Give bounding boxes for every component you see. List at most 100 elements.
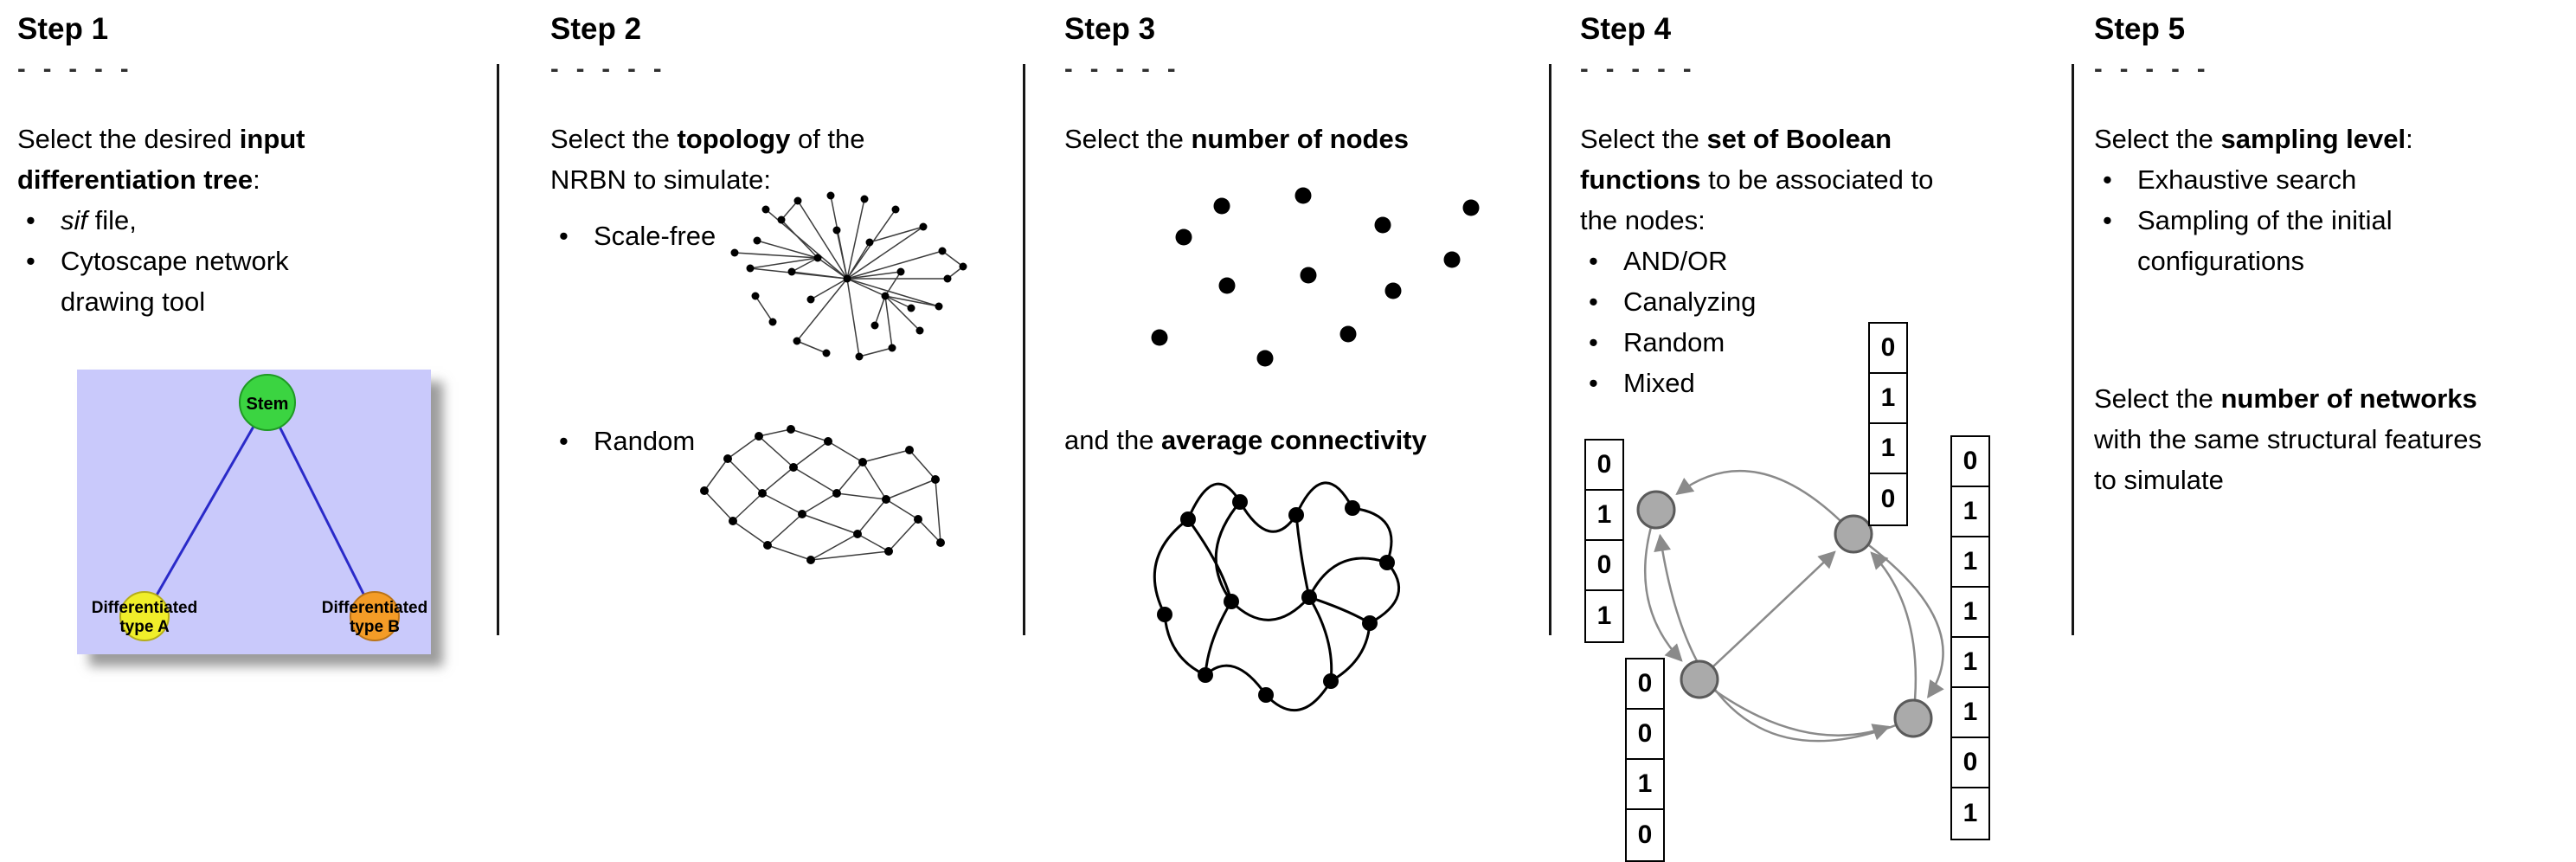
type-a-line1: Differentiated <box>92 599 197 617</box>
random-network-illustration <box>700 425 945 564</box>
step-3-line2-bold: average connectivity <box>1161 425 1427 455</box>
step-1-panel: Step 1 - - - - - Select the desired inpu… <box>17 0 489 654</box>
step-3-line2-pre: and the <box>1064 425 1162 455</box>
step-2-panel: Step 2 - - - - - Select the topology of … <box>550 0 1013 564</box>
truth-cell: 0 <box>1870 324 1906 374</box>
truth-cell: 0 <box>1627 710 1663 760</box>
step-1-dashes: - - - - - <box>17 55 134 84</box>
truth-cell: 1 <box>1952 688 1988 738</box>
step-5-second-post: with the same structural features to sim… <box>2094 424 2482 496</box>
truth-cell: 1 <box>1952 638 1988 688</box>
step-1-intro-pre: Select the desired <box>17 124 240 155</box>
truth-cell: 0 <box>1952 437 1988 487</box>
step-5-second-bold: number of networks <box>2220 383 2477 415</box>
step-5-dashes: - - - - - <box>2094 55 2211 84</box>
step-2-intro-bold: topology <box>677 124 791 155</box>
truth-cell: 1 <box>1952 588 1988 638</box>
truth-cell: 0 <box>1586 541 1622 591</box>
step-4-title: Step 4 <box>1580 12 1672 46</box>
option-random: Random <box>550 421 775 461</box>
step-3-nodes-text: Select the number of nodes <box>1064 119 1536 159</box>
truth-cell: 0 <box>1627 659 1663 710</box>
type-b-line2: type B <box>350 618 400 636</box>
truth-cell: 0 <box>1586 441 1622 491</box>
column-divider-2 <box>1023 64 1025 635</box>
scale-free-network-illustration <box>730 191 967 361</box>
type-a-line2: type A <box>119 618 170 636</box>
type-a-node <box>119 591 170 641</box>
step-4-panel: Step 4 - - - - - Select the set of Boole… <box>1580 0 2058 862</box>
option-sampling-initial: Sampling of the initial configurations <box>2094 200 2518 281</box>
nodes-dots-illustration <box>1151 187 1480 367</box>
truth-cell: 1 <box>1586 491 1622 541</box>
truth-cell: 0 <box>1880 485 1896 513</box>
truth-cell: 1 <box>1870 424 1906 474</box>
step-4-function-options: AND/OR Canalyzing Random Mixed <box>1580 241 1840 403</box>
truth-cell: 1 <box>1870 374 1906 424</box>
step-5-intro: Select the sampling level: <box>2094 119 2570 159</box>
step-2-intro: Select the topology of the NRBN to simul… <box>550 119 931 200</box>
connectivity-network-illustration <box>1153 481 1401 712</box>
step-1-options: sif file, Cytoscape network drawing tool <box>17 200 389 322</box>
step-1-intro-bold: input differentiation tree <box>17 124 305 196</box>
tree-edge-left <box>143 402 269 617</box>
step-3-dashes: - - - - - <box>1064 55 1181 84</box>
truth-cell: 1 <box>1963 799 1978 827</box>
truth-table-left-bottom: 0 0 1 0 <box>1625 658 1665 862</box>
step-2-topology-options-2: Random <box>550 421 775 461</box>
step-1-intro: Select the desired input differentiation… <box>17 119 424 200</box>
boolean-network-illustration <box>1636 469 1944 743</box>
sif-rest: file, <box>87 205 137 236</box>
truth-cell: 1 <box>1596 601 1612 630</box>
step-3-connectivity-text: and the average connectivity <box>1064 420 1427 460</box>
truth-cell: 0 <box>1637 820 1653 849</box>
step-4-intro-bold: set of Boolean functions <box>1580 124 1892 196</box>
step-5-intro-pre: Select the <box>2094 124 2221 155</box>
option-cytoscape: Cytoscape network drawing tool <box>17 241 389 322</box>
truth-table-right: 0 1 1 1 1 1 0 1 <box>1950 435 1990 840</box>
option-mixed: Mixed <box>1580 363 1840 403</box>
step-5-title: Step 5 <box>2094 12 2186 46</box>
option-random-fn: Random <box>1580 322 1840 363</box>
truth-cell: 1 <box>1952 537 1988 588</box>
type-b-node <box>350 591 400 641</box>
option-canalyzing: Canalyzing <box>1580 281 1840 322</box>
truth-cell: 1 <box>1952 487 1988 537</box>
step-2-title: Step 2 <box>550 12 642 46</box>
step-2-intro-post: of the NRBN to simulate: <box>550 124 865 196</box>
step-2-dashes: - - - - - <box>550 55 667 84</box>
step-5-intro-post: : <box>2406 124 2413 155</box>
truth-cell: 1 <box>1627 760 1663 810</box>
step-4-dashes: - - - - - <box>1580 55 1697 84</box>
step-5-intro-bold: sampling level <box>2220 124 2406 155</box>
step-4-intro-pre: Select the <box>1580 124 1707 155</box>
option-scale-free: Scale-free <box>550 216 775 256</box>
type-b-line1: Differentiated <box>322 599 427 617</box>
column-divider-1 <box>497 64 499 635</box>
option-sif-file: sif file, <box>17 200 389 241</box>
step-5-second-pre: Select the <box>2094 383 2221 415</box>
step-3-line1-bold: number of nodes <box>1191 124 1409 155</box>
step-2-intro-pre: Select the <box>550 124 678 155</box>
step-3-line1-pre: Select the <box>1064 124 1192 155</box>
column-divider-3 <box>1549 64 1551 635</box>
tree-edge-right <box>266 402 376 617</box>
truth-cell: 0 <box>1952 738 1988 788</box>
truth-table-left-top: 0 1 0 1 <box>1584 439 1624 643</box>
truth-table-top: 0 1 1 0 <box>1868 322 1908 526</box>
step-5-networks-text: Select the number of networks with the s… <box>2094 378 2496 500</box>
step-1-title: Step 1 <box>17 12 109 46</box>
stem-node <box>239 374 296 431</box>
sif-italic: sif <box>61 205 87 236</box>
step-5-panel: Step 5 - - - - - Select the sampling lev… <box>2094 0 2570 500</box>
option-and-or: AND/OR <box>1580 241 1840 281</box>
option-exhaustive-search: Exhaustive search <box>2094 159 2518 200</box>
step-3-panel: Step 3 - - - - - Select the number of no… <box>1064 0 1536 712</box>
column-divider-4 <box>2072 64 2074 635</box>
step-3-title: Step 3 <box>1064 12 1156 46</box>
